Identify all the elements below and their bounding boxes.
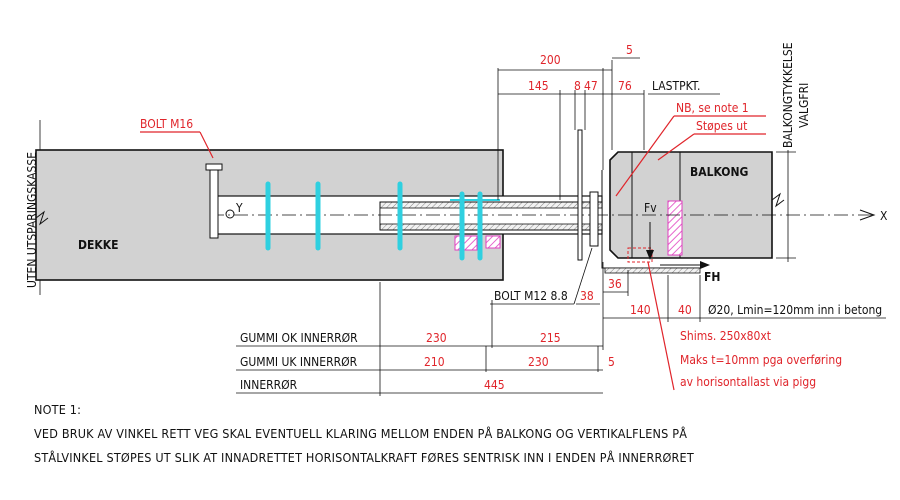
bolt-m12-leader (573, 247, 593, 305)
note-line-1: VED BRUK AV VINKEL RETT VEG SKAL EVENTUE… (34, 426, 687, 441)
right-side-label-1: BALKONGTYKKELSE (781, 42, 795, 148)
dim-140: 140 (630, 303, 651, 317)
x-axis-arrow (859, 209, 876, 221)
row-1-label: GUMMI OK INNERRØR (240, 331, 358, 345)
pin-spec: Ø20, Lmin=120mm inn i betong (708, 303, 882, 317)
bolt-m16 (209, 167, 219, 239)
dekke-label: DEKKE (78, 238, 118, 252)
row-2-v1: 210 (424, 355, 445, 369)
shims-note-1: Shims. 250x80xt (680, 329, 771, 343)
dim-200: 200 (540, 53, 561, 67)
bolt-m16-head (205, 163, 223, 171)
fv-label: Fv (644, 201, 657, 215)
bolt-m12-label: BOLT M12 8.8 (494, 289, 568, 303)
balkong-label: BALKONG (690, 165, 749, 179)
y-axis-label: Y (235, 201, 243, 215)
dim-145: 145 (528, 79, 549, 93)
inner-pipe-core (379, 207, 603, 225)
shims-note-3: av horisontallast via pigg (680, 375, 816, 389)
lastpkt-label: LASTPKT. (652, 79, 700, 93)
dim-8: 8 (574, 79, 581, 93)
rubber-uk-2 (485, 235, 501, 249)
note-line-2: STÅLVINKEL STØPES UT SLIK AT INNADRETTET… (34, 450, 694, 465)
fh-arrowhead (700, 261, 710, 269)
dim-47: 47 (584, 79, 598, 93)
balkong-insert (667, 200, 683, 256)
row-2-label: GUMMI UK INNERRØR (240, 355, 358, 369)
rubber-uk (454, 235, 478, 251)
break-line-left (35, 210, 49, 226)
dim-5-top: 5 (626, 43, 633, 57)
nb-note-label: NB, se note 1 (676, 101, 749, 115)
dim-76: 76 (618, 79, 632, 93)
row-1-v1: 230 (426, 331, 447, 345)
y-axis-symbol (225, 209, 235, 219)
x-axis-label: X (880, 209, 888, 223)
row-2-v3: 5 (608, 355, 615, 369)
dim-38: 38 (580, 289, 594, 303)
bolt-m16-leader (199, 131, 214, 159)
stopes-ut-label: Støpes ut (696, 119, 747, 133)
row-3-v1: 445 (484, 378, 505, 392)
dim-36: 36 (608, 277, 622, 291)
row-3-label: INNERRØR (240, 378, 298, 392)
nb-leader (615, 115, 675, 197)
note-title: NOTE 1: (34, 402, 81, 417)
shims-note-2: Maks t=10mm pga overføring (680, 353, 842, 367)
angle-flange (604, 267, 701, 274)
break-line-right (771, 192, 785, 208)
end-plate (577, 129, 583, 261)
row-2-v2: 230 (528, 355, 549, 369)
fv-arrowhead (646, 250, 654, 260)
fh-label: FH (704, 270, 720, 284)
row-1-v2: 215 (540, 331, 561, 345)
bolt-m12 (589, 191, 599, 247)
dim-40: 40 (678, 303, 692, 317)
shims-leader (647, 261, 675, 391)
stopes-leader (657, 133, 695, 161)
bolt-m16-label: BOLT M16 (140, 117, 193, 131)
right-side-label-2: VALGFRI (797, 83, 811, 128)
